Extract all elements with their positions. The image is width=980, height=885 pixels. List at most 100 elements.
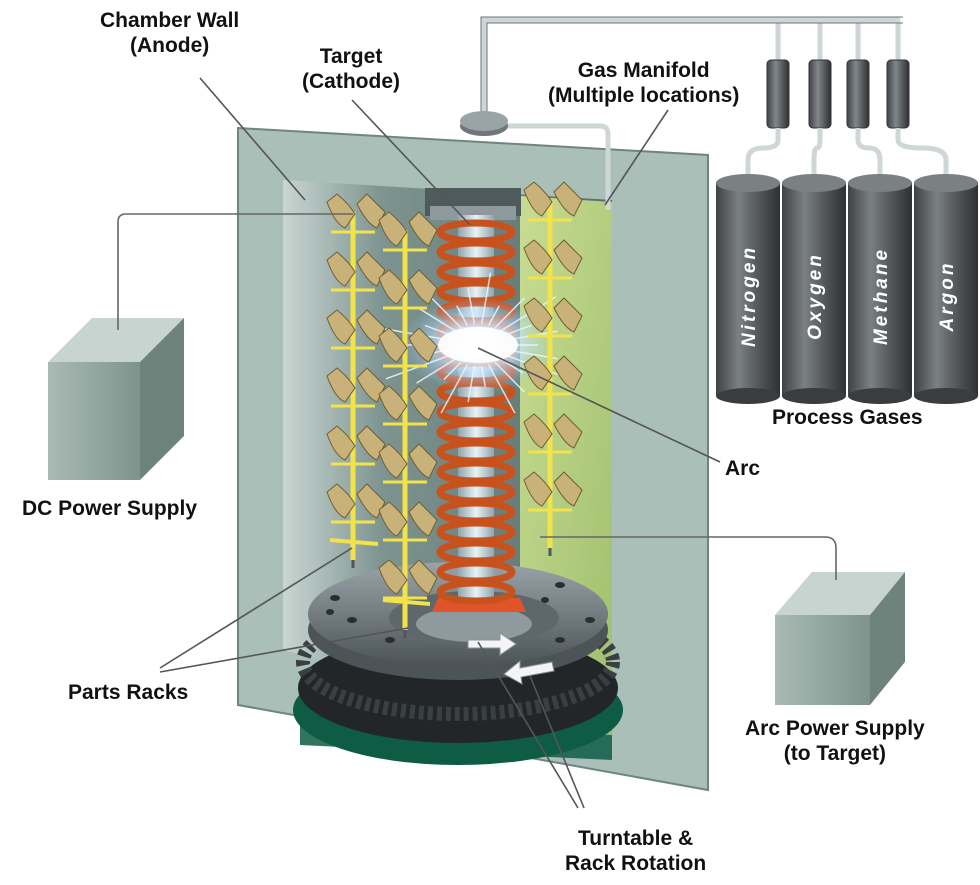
coated-part [523, 181, 553, 217]
rotation-arrow-front [467, 632, 517, 656]
process-gas-tanks: Nitrogen Oxygen Methane Argon [716, 59, 978, 404]
coated-part [408, 385, 438, 421]
arc-spark [467, 287, 476, 325]
coated-part [553, 471, 583, 507]
coated-part [378, 211, 408, 247]
arc-power-supply-box [775, 572, 905, 705]
arc-spark [467, 365, 476, 403]
coated-part [523, 471, 553, 507]
target-rod [458, 215, 494, 610]
target-mount-face [430, 206, 516, 220]
label-arc: Arc [725, 457, 761, 480]
label-turntable-line1: Turntable & [578, 827, 694, 850]
label-gas-manifold-line2: (Multiple locations) [548, 84, 740, 107]
coated-part [553, 413, 583, 449]
coated-part [326, 425, 356, 461]
coated-part [408, 269, 438, 305]
gas-manifold-disc-top [460, 111, 508, 131]
coated-part [356, 193, 386, 229]
label-gas-manifold: Gas Manifold (Multiple locations) [548, 58, 739, 108]
gas-tank [716, 182, 780, 396]
coated-part [408, 327, 438, 363]
gas-name-methane: Methane [871, 247, 892, 345]
coated-part [326, 251, 356, 287]
label-process-gases: Process Gases [772, 406, 923, 429]
gas-regulator [846, 59, 870, 129]
gas-tank-top [782, 174, 846, 192]
arc-spark [424, 324, 452, 336]
coated-part [523, 239, 553, 275]
coated-part [326, 483, 356, 519]
arc-spark [480, 272, 492, 325]
label-arc-power-supply-line2: (to Target) [783, 742, 886, 765]
turntable-hub [416, 606, 532, 642]
gas-tank-top [848, 174, 912, 192]
coated-part [378, 501, 408, 537]
gas-name-oxygen: Oxygen [805, 252, 826, 340]
gas-tank-top [914, 174, 978, 192]
gas-regulator [808, 59, 832, 129]
gas-regulator [886, 59, 910, 129]
label-parts-racks: Parts Racks [68, 681, 189, 704]
rack-bottom-bar [329, 538, 379, 546]
coated-part [553, 239, 583, 275]
label-gas-manifold-line1: Gas Manifold [577, 59, 710, 82]
gas-tank-bottom [782, 388, 846, 404]
coated-part [378, 269, 408, 305]
gas-manifold-pipes-outline [480, 16, 903, 120]
dc-wire [117, 213, 353, 330]
label-turntable-line2: Rack Rotation [565, 852, 707, 875]
label-arc-power-supply-line1: Arc Power Supply [745, 717, 925, 740]
gas-tank [914, 182, 978, 396]
label-turntable: Turntable & Rack Rotation [565, 826, 706, 876]
rack-bottom-bar [382, 598, 431, 606]
coated-part [408, 211, 438, 247]
arc-spark [500, 358, 524, 374]
turntable-holes [326, 582, 595, 643]
gas-tank-bottom [716, 388, 780, 404]
arc-spark [480, 365, 486, 387]
arc-core [438, 327, 518, 363]
label-chamber-wall-line1: Chamber Wall [100, 9, 240, 32]
coated-part [378, 559, 408, 595]
gas-name-nitrogen: Nitrogen [739, 245, 760, 347]
arc-spark [440, 364, 469, 414]
gas-tank-top [716, 174, 780, 192]
arc-spark [456, 305, 469, 326]
gas-hose [811, 128, 823, 182]
coated-part [356, 483, 386, 519]
coated-part [356, 251, 386, 287]
arc-spark [487, 364, 516, 414]
coated-part [356, 425, 386, 461]
coated-part [553, 181, 583, 217]
coated-part [378, 385, 408, 421]
arc-wire [540, 536, 837, 580]
label-target-line1: Target [319, 45, 383, 68]
coil-turn [436, 579, 516, 605]
coated-part [378, 327, 408, 363]
coated-part [553, 297, 583, 333]
coated-part [408, 559, 438, 595]
rotation-arrow-back [503, 659, 555, 685]
coated-part [378, 443, 408, 479]
coated-part [523, 355, 553, 391]
gas-hose [855, 128, 883, 182]
arc-spark [494, 297, 526, 329]
gas-tank [782, 182, 846, 396]
coated-part [523, 413, 553, 449]
coated-part [523, 297, 553, 333]
arc-spark [487, 305, 500, 326]
label-target-line2: (Cathode) [302, 70, 400, 93]
gas-tank [848, 182, 912, 396]
coated-part [356, 367, 386, 403]
arc-spark [416, 358, 456, 384]
turntable-gear [296, 603, 620, 721]
dc-power-supply-box [48, 318, 184, 480]
coated-part [553, 355, 583, 391]
gas-tank-bottom [848, 388, 912, 404]
gas-name-argon: Argon [937, 261, 958, 333]
label-arc-power-supply: Arc Power Supply (to Target) [745, 716, 925, 766]
gas-hose [895, 128, 949, 182]
